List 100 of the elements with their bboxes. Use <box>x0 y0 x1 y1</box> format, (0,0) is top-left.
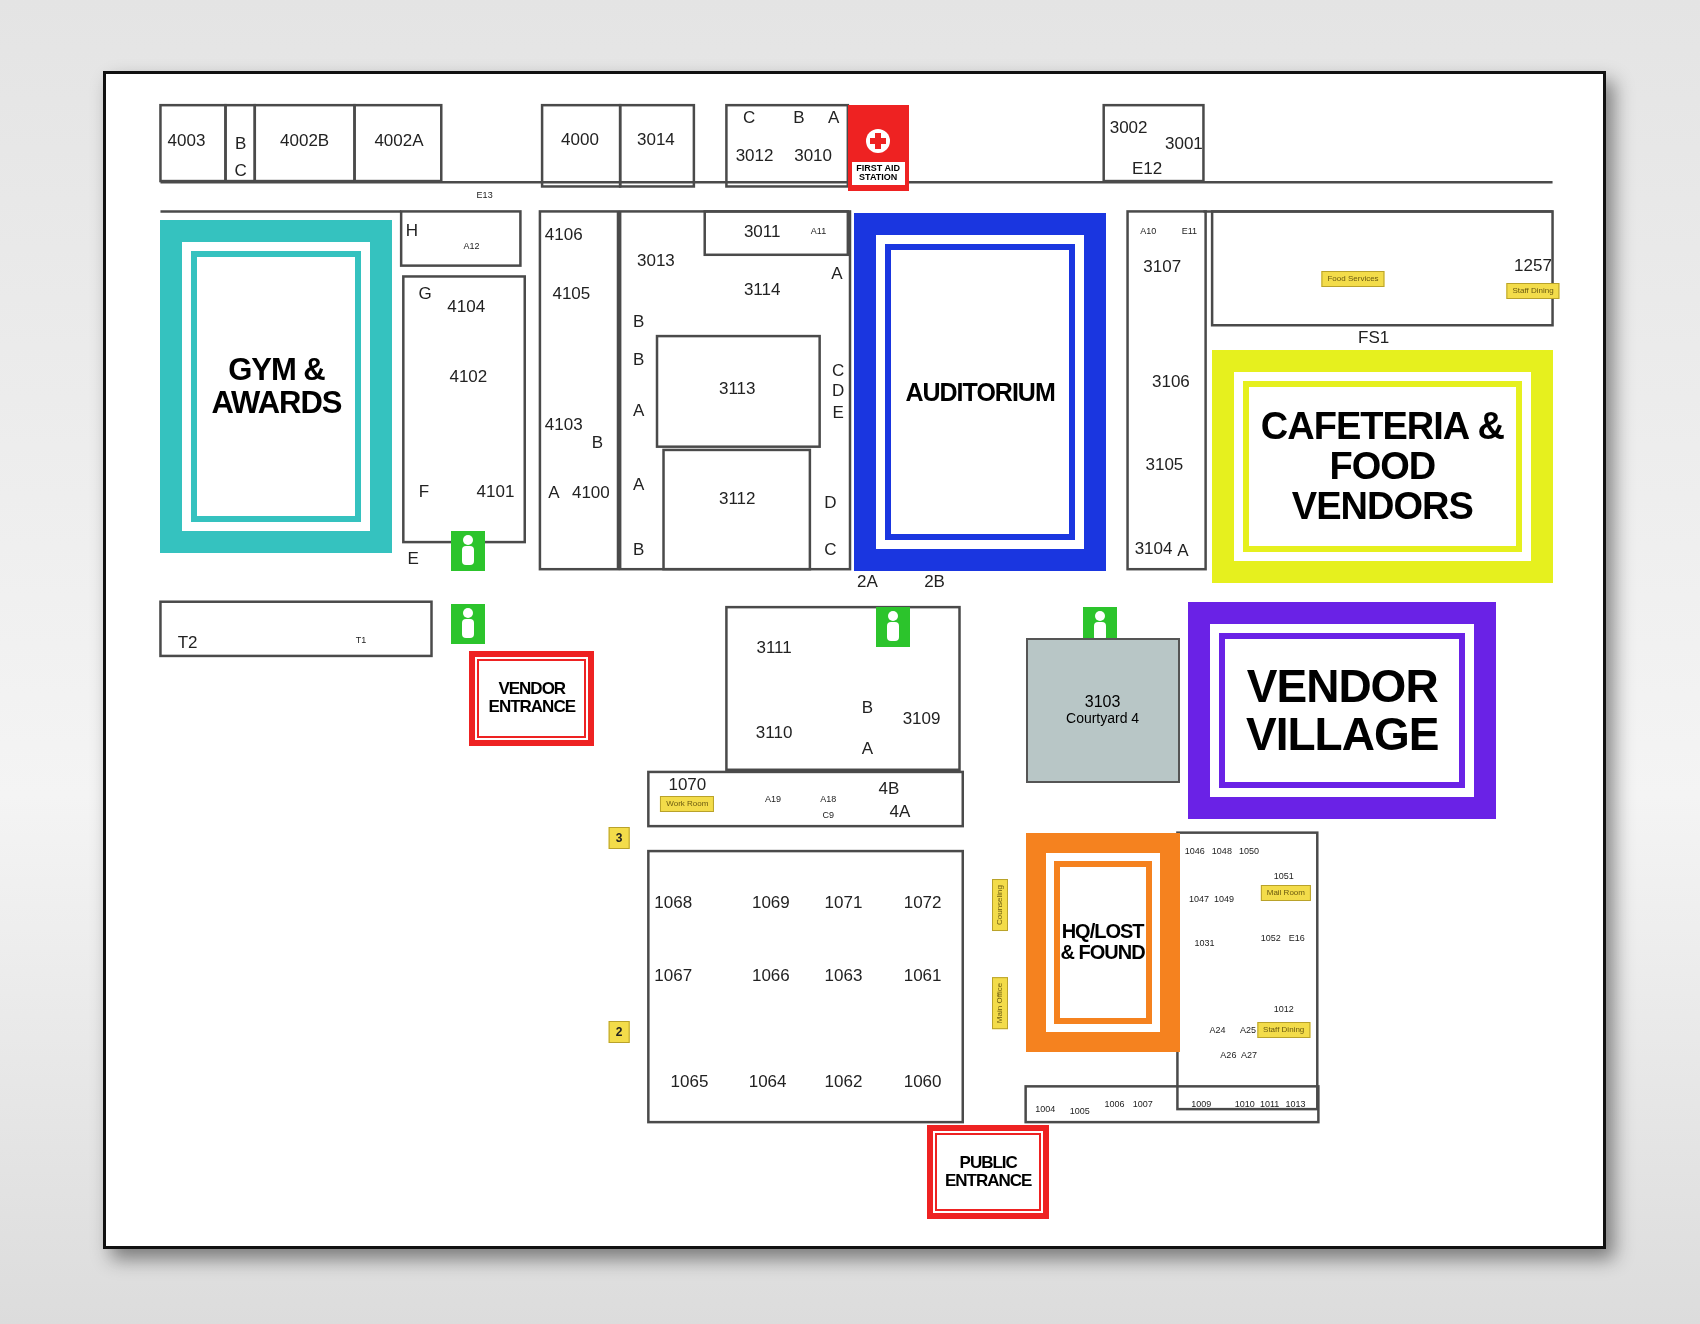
area-title: FIRST AID STATION <box>851 161 905 185</box>
room-number: D <box>831 381 845 399</box>
room-number: FS1 <box>1358 328 1390 346</box>
room-number: 1011 <box>1259 1099 1280 1109</box>
room-number: A27 <box>1240 1050 1257 1060</box>
room-number: 3112 <box>718 489 756 507</box>
courtyard-room <box>1025 637 1180 783</box>
room-number: A25 <box>1239 1025 1256 1035</box>
room-number: A26 <box>1220 1050 1237 1060</box>
room-number: B <box>861 698 873 716</box>
room-number: E12 <box>1131 159 1163 177</box>
room-number: G <box>418 284 432 302</box>
room-number: A24 <box>1209 1025 1226 1035</box>
room-number: A <box>831 264 843 282</box>
room-number: 4105 <box>552 284 591 302</box>
room-number: E13 <box>476 190 493 200</box>
room-number: B <box>793 108 805 126</box>
room-number: 3012 <box>735 146 774 164</box>
room-number: T2 <box>177 633 198 651</box>
room-number: 1007 <box>1132 1099 1153 1109</box>
room-number: E <box>832 403 844 421</box>
room-number: 1069 <box>751 893 790 911</box>
entrance-sign <box>926 1125 1050 1219</box>
room-number: 1010 <box>1234 1099 1255 1109</box>
first-aid-sign <box>847 105 909 191</box>
room-number: B <box>235 134 247 152</box>
room-number: 1061 <box>903 966 942 984</box>
route-marker: 2 <box>608 1021 630 1044</box>
room-number: T1 <box>355 635 367 645</box>
room-number: 1060 <box>903 1072 942 1090</box>
room-number: 1047 <box>1189 894 1210 904</box>
room-number: 4A <box>889 802 911 820</box>
room-number: 2B <box>924 572 945 590</box>
room-number: A <box>632 475 645 493</box>
room-number: 1062 <box>824 1072 863 1090</box>
room-number: H <box>405 221 419 239</box>
entrance-sign <box>469 650 595 746</box>
room-number: 4100 <box>571 483 610 501</box>
room-number: 1072 <box>903 893 942 911</box>
room-number: 1048 <box>1211 846 1232 856</box>
room-number: B <box>591 433 604 451</box>
room-number: 3114 <box>743 280 781 298</box>
room-number: 1065 <box>670 1072 709 1090</box>
room-number: 3107 <box>1143 257 1182 275</box>
room-number: A <box>828 108 840 126</box>
room-number: A12 <box>463 241 480 251</box>
room-number: 3103 <box>1084 694 1121 712</box>
room-number: 1070 <box>668 775 707 793</box>
room-number: C <box>743 108 756 126</box>
room-number: A <box>1177 541 1189 559</box>
room-number: E <box>407 549 419 567</box>
room-number: 1031 <box>1194 938 1215 948</box>
room-number: 3110 <box>755 723 793 741</box>
area-title: CAFETERIA & FOOD VENDORS <box>1259 406 1505 527</box>
room-number: 1068 <box>654 893 693 911</box>
room-number: 3106 <box>1152 372 1190 390</box>
room-number: 3014 <box>637 130 675 148</box>
room-number: 1050 <box>1238 846 1259 856</box>
room-number: 1063 <box>824 966 863 984</box>
room-number: A <box>861 739 873 757</box>
room-number: 4104 <box>447 297 486 315</box>
room-number: 2A <box>856 572 878 590</box>
room-number: 1064 <box>748 1072 787 1090</box>
room-number: 4002A <box>374 131 424 149</box>
room-number: A18 <box>820 794 837 804</box>
room-number: C <box>824 540 837 558</box>
room-number: 1012 <box>1273 1004 1294 1014</box>
room-number: 1257 <box>1514 256 1552 274</box>
room-number: A <box>632 401 645 419</box>
room-number: A10 <box>1140 226 1157 236</box>
area-title: GYM & AWARDS <box>210 353 343 420</box>
area-title: AUDITORIUM <box>905 378 1055 406</box>
room-number: 1071 <box>824 893 863 911</box>
room-number: 3011 <box>743 222 781 240</box>
area-highlight <box>1212 350 1553 584</box>
room-number: 4103 <box>544 415 583 433</box>
room-number: 4002B <box>280 131 330 149</box>
room-number: 3001 <box>1165 134 1203 152</box>
room-name: Courtyard 4 <box>1066 711 1140 726</box>
room-number: 1004 <box>1035 1104 1056 1114</box>
area-highlight <box>1025 832 1180 1052</box>
room-number: 1009 <box>1191 1099 1212 1109</box>
room-number: 1005 <box>1069 1106 1090 1116</box>
room-number: 3010 <box>794 146 833 164</box>
room-number: 3109 <box>902 709 941 727</box>
room-number: 1067 <box>654 966 693 984</box>
area-highlight <box>160 220 393 553</box>
area-title: PUBLIC ENTRANCE <box>944 1154 1032 1190</box>
room-number: B <box>632 312 645 330</box>
room-number: 1013 <box>1285 1099 1306 1109</box>
room-number: 4003 <box>167 131 206 149</box>
room-number: E11 <box>1181 226 1197 236</box>
room-number: 1051 <box>1273 871 1294 881</box>
area-highlight <box>854 212 1106 572</box>
room-number: 4B <box>878 779 900 797</box>
room-number: 3105 <box>1145 455 1184 473</box>
room-number: E16 <box>1288 933 1305 943</box>
room-tag: Mail Room <box>1260 885 1311 902</box>
room-number: 4101 <box>476 482 515 500</box>
route-marker: 3 <box>608 827 630 850</box>
